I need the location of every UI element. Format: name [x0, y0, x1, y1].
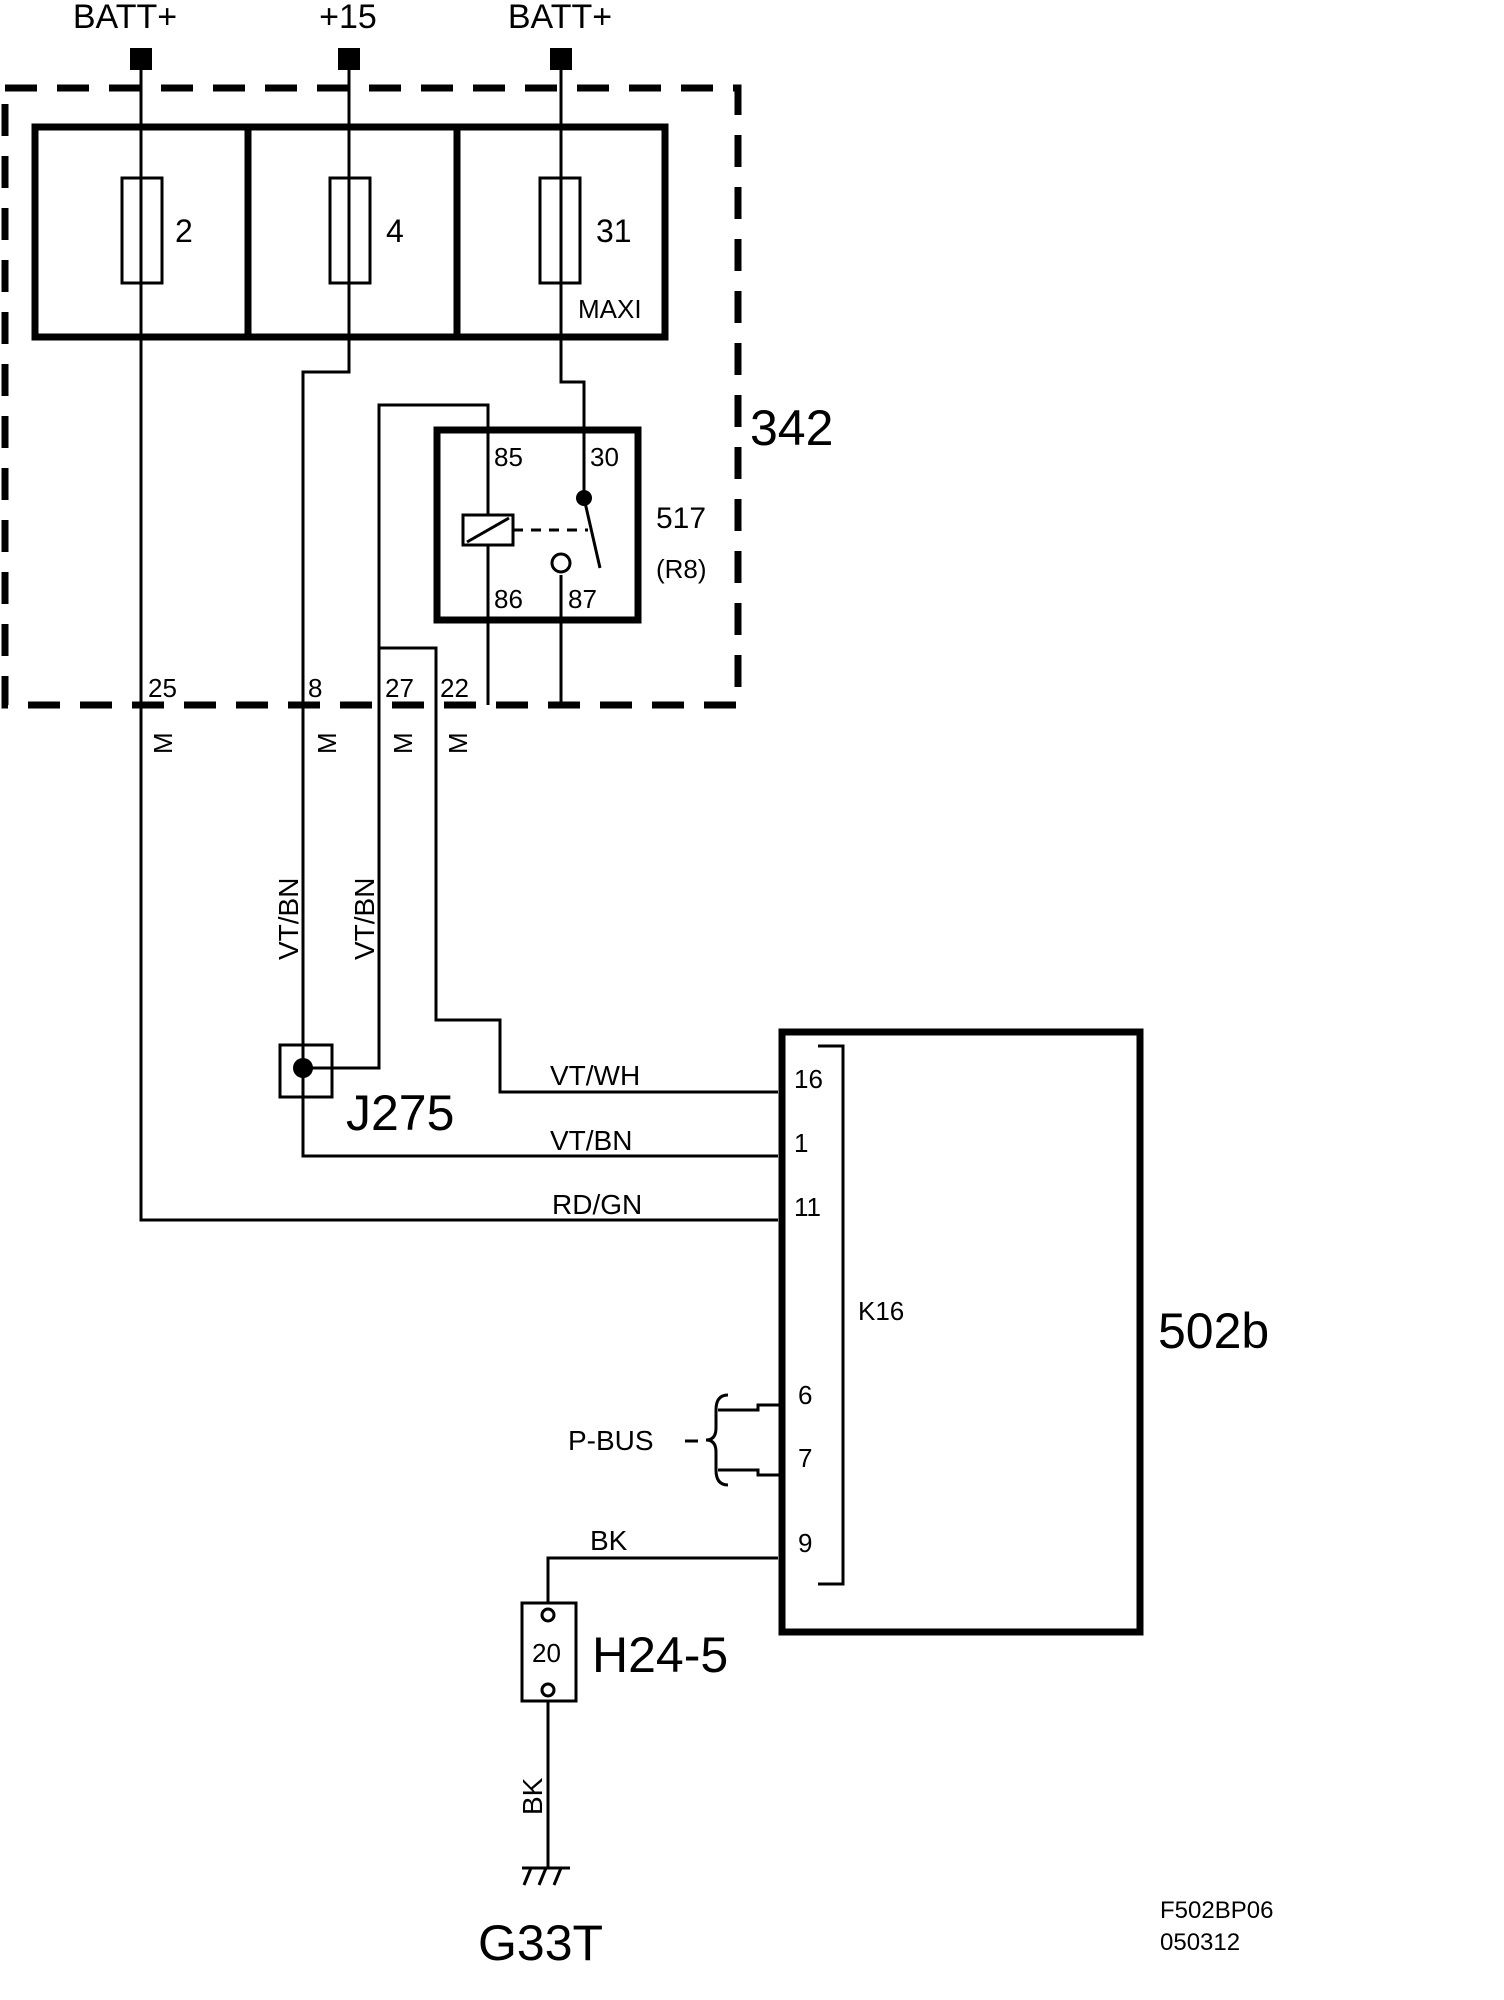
pbus-wire-6 — [718, 1403, 782, 1412]
fuse-number-2: 2 — [175, 213, 193, 249]
module-pin-7: 7 — [798, 1443, 812, 1473]
wire-ign-vt-bn — [301, 70, 778, 1158]
fuse-box-label: 342 — [750, 400, 833, 456]
module-connector-bracket — [818, 1044, 845, 1586]
wire-bk-to-pin-9 — [546, 1556, 778, 1603]
connector-mark-25: M — [148, 732, 178, 754]
junction-label: J275 — [346, 1085, 454, 1141]
fuse-number-31: 31 — [596, 213, 632, 249]
relay-pin-30: 30 — [590, 442, 619, 472]
fuse-compartment-4 — [244, 123, 461, 341]
wire-relay-85 — [303, 403, 490, 1070]
module-pin-1: 1 — [794, 1128, 808, 1158]
module-pin-16: 16 — [794, 1064, 823, 1094]
module-pin-11: 11 — [794, 1192, 821, 1222]
terminal-ign — [338, 48, 360, 70]
ground-hatch-3 — [552, 1867, 563, 1886]
module-box — [778, 1028, 1144, 1636]
module-label: 502b — [1158, 1303, 1269, 1359]
relay-pin-87: 87 — [568, 584, 597, 614]
ground-hatch-1 — [522, 1867, 533, 1886]
ground-connector-pin-top — [540, 1607, 556, 1623]
module-pin-6: 6 — [798, 1380, 812, 1410]
connector-mark-8: M — [312, 732, 342, 754]
supply-batt-label-1: BATT+ — [73, 0, 177, 36]
relay-box — [433, 426, 642, 624]
connector-pin-25: 25 — [148, 673, 177, 703]
relay-contact-pivot — [576, 490, 592, 506]
wire-label-vt-wh: VT/WH — [550, 1060, 640, 1091]
supply-ign-label: +15 — [319, 0, 377, 36]
connector-pin-27: 27 — [385, 673, 414, 703]
connector-mark-27: M — [388, 732, 418, 754]
wire-to-pin-16 — [379, 646, 778, 1094]
junction-box — [278, 1043, 334, 1099]
ground-point-label: G33T — [478, 1915, 603, 1971]
relay-label: 517 — [656, 502, 706, 535]
relay-coil-diagonal — [466, 516, 510, 544]
connector-pin-22: 22 — [440, 673, 469, 703]
wire-label-bk: BK — [590, 1525, 628, 1556]
fuse-number-4: 4 — [386, 213, 404, 249]
wire-label-vt-bn-a: VT/BN — [273, 878, 304, 960]
supply-batt-label-2: BATT+ — [508, 0, 612, 36]
pbus-wire-7 — [718, 1468, 782, 1477]
ground-connector-label: H24-5 — [592, 1627, 728, 1683]
wire-label-vt-bn: VT/BN — [550, 1125, 632, 1156]
pbus-brace — [705, 1393, 729, 1487]
pbus-label: P-BUS — [568, 1425, 654, 1456]
ground-hatch-2 — [537, 1867, 548, 1886]
fuse-maxi-label: MAXI — [578, 294, 642, 324]
wire-batt-rd-gn — [139, 70, 778, 1222]
connector-mark-22: M — [443, 732, 473, 754]
connector-pin-8: 8 — [308, 673, 322, 703]
relay-pin-85: 85 — [494, 442, 523, 472]
fuse-box-outline — [1, 84, 742, 709]
terminal-batt-1 — [130, 48, 152, 70]
diagram-date: 050312 — [1160, 1929, 1240, 1956]
diagram-code: F502BP06 — [1160, 1897, 1273, 1924]
relay-contact-87 — [550, 552, 572, 574]
module-connector-label: K16 — [858, 1296, 904, 1326]
wire-label-rd-gn: RD/GN — [552, 1189, 642, 1220]
relay-pin-86: 86 — [494, 584, 523, 614]
wire-batt-relay-30 — [559, 70, 602, 569]
terminal-batt-2 — [550, 48, 572, 70]
junction-node — [293, 1058, 313, 1078]
ground-connector-pin: 20 — [532, 1638, 561, 1668]
ground-connector-pin-bottom — [540, 1682, 556, 1698]
wire-label-bk-ground: BK — [517, 1777, 548, 1815]
relay-sublabel: (R8) — [656, 554, 707, 584]
wire-label-vt-bn-b: VT/BN — [349, 878, 380, 960]
module-pin-9: 9 — [798, 1528, 812, 1558]
